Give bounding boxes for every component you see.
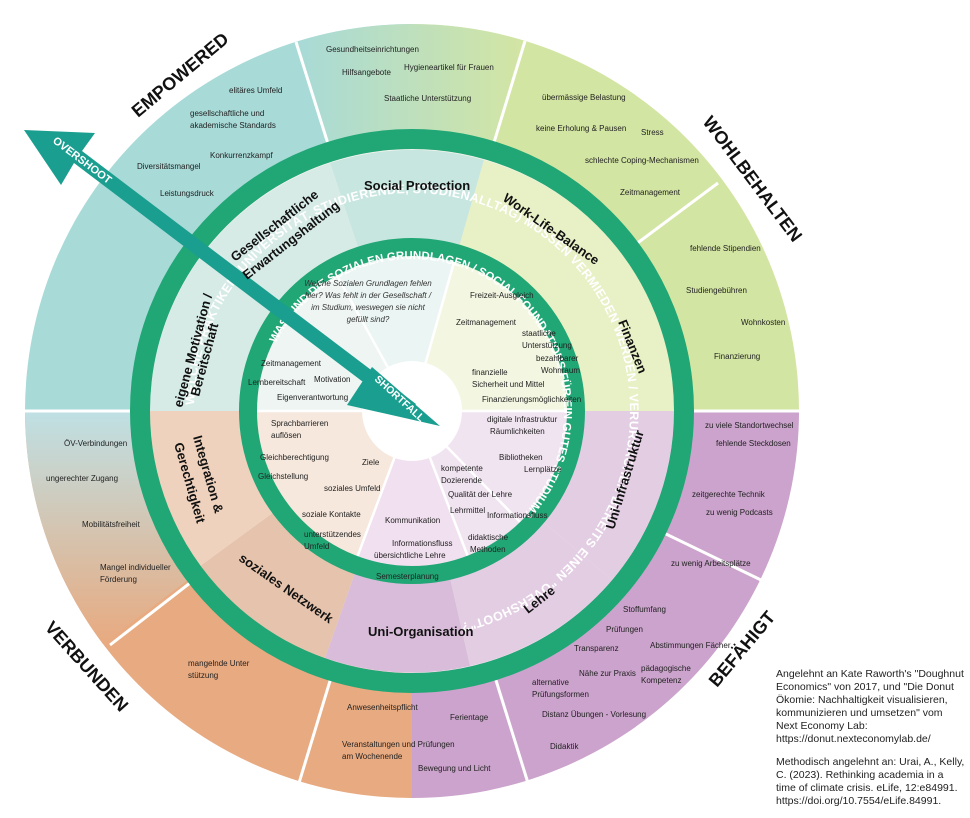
svg-text:Mobilitätsfreiheit: Mobilitätsfreiheit [82, 520, 141, 529]
svg-text:soziales Umfeld: soziales Umfeld [324, 484, 380, 493]
svg-text:Transparenz: Transparenz [574, 644, 619, 653]
svg-text:schlechte Coping-Mechanismen: schlechte Coping-Mechanismen [585, 156, 699, 165]
svg-text:Kommunikation: Kommunikation [385, 516, 440, 525]
svg-text:alternative: alternative [532, 678, 569, 687]
svg-text:Hilfsangebote: Hilfsangebote [342, 68, 391, 77]
svg-text:Veranstaltungen und Prüfungen: Veranstaltungen und Prüfungen [342, 740, 455, 749]
svg-text:akademische Standards: akademische Standards [190, 121, 276, 130]
svg-text:pädagogische: pädagogische [641, 664, 691, 673]
dim-label-uni-org: Uni-Organisation [368, 624, 474, 639]
svg-text:Finanzierung: Finanzierung [714, 352, 760, 361]
svg-text:zeitgerechte Technik: zeitgerechte Technik [692, 490, 766, 499]
svg-text:Prüfungen: Prüfungen [606, 625, 643, 634]
svg-text:Zeitmanagement: Zeitmanagement [620, 188, 681, 197]
svg-text:kompetente: kompetente [441, 464, 483, 473]
svg-text:ungerechter Zugang: ungerechter Zugang [46, 474, 118, 483]
svg-text:Leistungsdruck: Leistungsdruck [160, 189, 215, 198]
svg-text:Qualität der Lehre: Qualität der Lehre [448, 490, 513, 499]
svg-text:Ferientage: Ferientage [450, 713, 489, 722]
svg-text:Freizeit-Ausgleich: Freizeit-Ausgleich [470, 291, 534, 300]
svg-text:Distanz Übungen - Vorlesung: Distanz Übungen - Vorlesung [542, 710, 646, 719]
svg-text:hier? Was fehlt in der Gesells: hier? Was fehlt in der Gesellschaft / [305, 291, 432, 300]
svg-text:bezahlbarer: bezahlbarer [536, 354, 579, 363]
dim-label-social-protection: Social Protection [364, 178, 470, 193]
svg-text:elitäres Umfeld: elitäres Umfeld [229, 86, 282, 95]
svg-text:soziale Kontakte: soziale Kontakte [302, 510, 361, 519]
svg-text:Stoffumfang: Stoffumfang [623, 605, 666, 614]
svg-text:unterstützendes: unterstützendes [304, 530, 361, 539]
svg-text:staatliche: staatliche [522, 329, 556, 338]
core-question: Welche Sozialen Grundlagen fehlen hier? … [304, 279, 432, 324]
svg-text:Mangel individueller: Mangel individueller [100, 563, 171, 572]
green-ring-outer [130, 129, 694, 693]
svg-text:Ziele: Ziele [362, 458, 380, 467]
svg-text:Kompetenz: Kompetenz [641, 676, 681, 685]
outer-items: Gesundheitseinrichtungen Hilfsangebote H… [46, 45, 794, 773]
svg-text:Gleichstellung: Gleichstellung [258, 472, 308, 481]
svg-text:übersichtliche Lehre: übersichtliche Lehre [374, 551, 446, 560]
svg-text:gefüllt sind?: gefüllt sind? [347, 315, 390, 324]
svg-text:Umfeld: Umfeld [304, 542, 329, 551]
svg-text:Dozierende: Dozierende [441, 476, 482, 485]
svg-text:am Wochenende: am Wochenende [342, 752, 403, 761]
svg-text:Methoden: Methoden [470, 545, 506, 554]
svg-text:übermässige Belastung: übermässige Belastung [542, 93, 626, 102]
citation-urai: Methodisch angelehnt an: Urai, A., Kelly… [776, 756, 965, 807]
svg-text:didaktische: didaktische [468, 533, 509, 542]
svg-text:zu wenig Arbeitsplätze: zu wenig Arbeitsplätze [671, 559, 751, 568]
svg-text:Finanzierungsmöglichkeiten: Finanzierungsmöglichkeiten [482, 395, 581, 404]
svg-text:Wohnkosten: Wohnkosten [741, 318, 785, 327]
svg-text:gesellschaftliche und: gesellschaftliche und [190, 109, 264, 118]
svg-text:finanzielle: finanzielle [472, 368, 508, 377]
svg-text:mangelnde Unter: mangelnde Unter [188, 659, 250, 668]
svg-text:Informationsfluss: Informationsfluss [392, 539, 452, 548]
svg-text:fehlende Stipendien: fehlende Stipendien [690, 244, 761, 253]
svg-text:Welche Sozialen Grundlagen feh: Welche Sozialen Grundlagen fehlen [304, 279, 432, 288]
svg-text:im Studium, weswegen sie nicht: im Studium, weswegen sie nicht [311, 303, 426, 312]
svg-text:zu wenig Podcasts: zu wenig Podcasts [706, 508, 773, 517]
citation: Angelehnt an Kate Raworth's "Doughnut Ec… [776, 668, 966, 818]
svg-text:zu viele Standortwechsel: zu viele Standortwechsel [705, 421, 794, 430]
svg-text:Nähe zur Praxis: Nähe zur Praxis [579, 669, 636, 678]
svg-text:Prüfungsformen: Prüfungsformen [532, 690, 589, 699]
svg-text:Wohnraum: Wohnraum [541, 366, 580, 375]
svg-text:ÖV-Verbindungen: ÖV-Verbindungen [64, 439, 127, 448]
svg-text:Informationsfluss: Informationsfluss [487, 511, 547, 520]
svg-text:Staatliche Unterstützung: Staatliche Unterstützung [384, 94, 471, 103]
svg-text:Förderung: Förderung [100, 575, 137, 584]
svg-text:Unterstützung: Unterstützung [522, 341, 572, 350]
svg-text:Studiengebühren: Studiengebühren [686, 286, 747, 295]
svg-text:stützung: stützung [188, 671, 218, 680]
svg-text:Zeitmanagement: Zeitmanagement [261, 359, 322, 368]
svg-text:Semesterplanung: Semesterplanung [376, 572, 439, 581]
svg-text:Anwesenheitspflicht: Anwesenheitspflicht [347, 703, 418, 712]
svg-text:Motivation: Motivation [314, 375, 350, 384]
svg-text:keine Erholung & Pausen: keine Erholung & Pausen [536, 124, 626, 133]
svg-text:Sicherheit und Mittel: Sicherheit und Mittel [472, 380, 545, 389]
svg-text:digitale Infrastruktur: digitale Infrastruktur [487, 415, 558, 424]
inner-items: Freizeit-Ausgleich Zeitmanagement staatl… [248, 291, 581, 581]
svg-text:Konkurrenzkampf: Konkurrenzkampf [210, 151, 273, 160]
svg-text:Eigenverantwortung: Eigenverantwortung [277, 393, 348, 402]
svg-text:Hygieneartikel für Frauen: Hygieneartikel für Frauen [404, 63, 494, 72]
citation-raworth: Angelehnt an Kate Raworth's "Doughnut Ec… [776, 668, 964, 745]
svg-text:Räumlichkeiten: Räumlichkeiten [490, 427, 545, 436]
svg-text:Bewegung und Licht: Bewegung und Licht [418, 764, 491, 773]
svg-text:Gleichberechtigung: Gleichberechtigung [260, 453, 329, 462]
svg-text:Gesundheitseinrichtungen: Gesundheitseinrichtungen [326, 45, 419, 54]
green-ring-inner [239, 238, 585, 584]
svg-text:fehlende Steckdosen: fehlende Steckdosen [716, 439, 791, 448]
svg-text:Diversitätsmangel: Diversitätsmangel [137, 162, 201, 171]
svg-text:Lernbereitschaft: Lernbereitschaft [248, 378, 306, 387]
svg-text:Zeitmanagement: Zeitmanagement [456, 318, 517, 327]
svg-text:Stress: Stress [641, 128, 664, 137]
svg-text:auflösen: auflösen [271, 431, 301, 440]
svg-text:Abstimmungen Fächer: Abstimmungen Fächer [650, 641, 731, 650]
svg-text:Sprachbarrieren: Sprachbarrieren [271, 419, 328, 428]
svg-text:Lernplätze: Lernplätze [524, 465, 562, 474]
svg-text:Didaktik: Didaktik [550, 742, 579, 751]
svg-text:Bibliotheken: Bibliotheken [499, 453, 543, 462]
svg-text:Lehrmittel: Lehrmittel [450, 506, 485, 515]
